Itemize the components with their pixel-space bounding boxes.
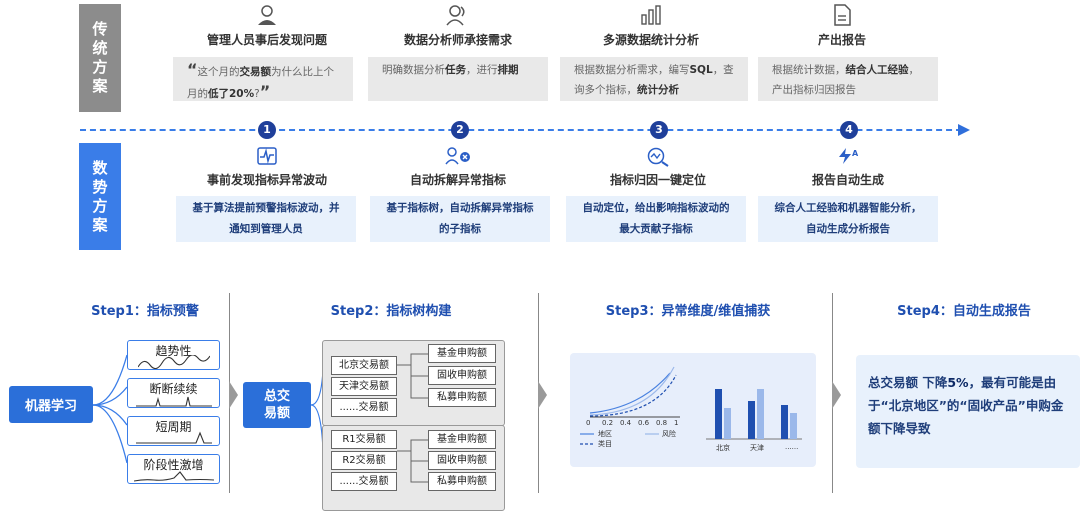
tree-item: ......交易额 bbox=[331, 398, 397, 417]
step-number-1: 1 bbox=[258, 121, 276, 139]
tree-item: 固收申购额 bbox=[428, 366, 496, 385]
trad-box-4: 根据统计数据，结合人工经验，产出指标归因报告 bbox=[758, 57, 938, 101]
step1-title: Step1：指标预警 bbox=[91, 304, 199, 319]
document-icon bbox=[742, 4, 942, 26]
timeline bbox=[80, 129, 962, 131]
tree-branch-lines bbox=[397, 353, 428, 483]
new-title-1: 事前发现指标异常波动 bbox=[206, 173, 327, 187]
new-box-1: 基于算法提前预警指标波动，并通知到管理人员 bbox=[176, 196, 356, 242]
tree-item: 固收申购额 bbox=[428, 451, 496, 470]
ml-connectors bbox=[93, 354, 128, 464]
new-plan-label: 数势方案 bbox=[79, 143, 121, 250]
trad-title-3: 多源数据统计分析 bbox=[602, 33, 699, 47]
tree-item: 私募申购额 bbox=[428, 472, 496, 491]
legend-region: 地区 bbox=[598, 430, 612, 438]
tree-item: R1交易额 bbox=[331, 430, 397, 449]
tree-item: 基金申购额 bbox=[428, 344, 496, 363]
pattern-short-cycle: 短周期 bbox=[127, 416, 220, 446]
chevron-right-icon bbox=[538, 381, 547, 409]
tick-label: 0.2 bbox=[602, 419, 614, 427]
new-title-4: 报告自动生成 bbox=[811, 173, 884, 187]
new-box-2: 基于指标树，自动拆解异常指标的子指标 bbox=[370, 196, 550, 242]
bar-chart-icon bbox=[551, 4, 751, 26]
analyst-icon bbox=[358, 4, 558, 26]
manager-icon bbox=[167, 4, 367, 26]
pattern-trend: 趋势性 bbox=[127, 340, 220, 370]
report-box: 总交易额 下降5%，最有可能是由于“北京地区”的“固收产品”申购金额下降导致 bbox=[856, 355, 1080, 468]
chevron-right-icon bbox=[832, 381, 841, 409]
tree-item: R2交易额 bbox=[331, 451, 397, 470]
new-box-3: 自动定位，给出影响指标波动的最大贡献子指标 bbox=[566, 196, 746, 242]
total-amount-box: 总交易额 bbox=[243, 382, 311, 428]
tree-item: 私募申购额 bbox=[428, 388, 496, 407]
tree-item: 天津交易额 bbox=[331, 377, 397, 396]
tree-item: 北京交易额 bbox=[331, 356, 397, 375]
step4-title: Step4：自动生成报告 bbox=[897, 304, 1031, 319]
tick-label: 0.4 bbox=[620, 419, 632, 427]
machine-learning-box: 机器学习 bbox=[9, 386, 93, 423]
step2-title: Step2：指标树构建 bbox=[330, 304, 452, 319]
new-box-4: 综合人工经验和机器智能分析，自动生成分析报告 bbox=[758, 196, 938, 242]
step-number-4: 4 bbox=[840, 121, 858, 139]
trad-box-1: “这个月的交易额为什么比上个月的低了20%?” bbox=[173, 57, 353, 101]
chevron-right-icon bbox=[229, 381, 238, 409]
bar-label: 天津 bbox=[750, 444, 764, 452]
trad-title-1: 管理人员事后发现问题 bbox=[206, 33, 327, 47]
pulse-icon bbox=[167, 147, 367, 169]
pattern-intermittent: 断断续续 bbox=[127, 378, 220, 408]
tick-label: 0.6 bbox=[638, 419, 650, 427]
step3-chart-panel: 0 0.2 0.4 0.6 0.8 1 地区 风险 类目 北京 天津 .....… bbox=[570, 353, 816, 467]
step-number-3: 3 bbox=[650, 121, 668, 139]
tick-label: 0 bbox=[586, 419, 591, 427]
users-split-icon bbox=[358, 147, 558, 169]
step3-title: Step3：异常维度/维值捕获 bbox=[605, 304, 771, 319]
legend-category: 类目 bbox=[598, 440, 612, 448]
trad-title-2: 数据分析师承接需求 bbox=[403, 33, 512, 47]
trad-box-3: 根据数据分析需求，编写SQL，查询多个指标，统计分析 bbox=[560, 57, 748, 101]
auto-generate-icon: A bbox=[748, 147, 948, 169]
timeline-arrow-icon bbox=[958, 124, 970, 136]
legend-risk: 风险 bbox=[662, 430, 676, 438]
svg-text:A: A bbox=[852, 149, 859, 158]
step-number-2: 2 bbox=[451, 121, 469, 139]
trad-box-2: 明确数据分析任务，进行排期 bbox=[368, 57, 548, 101]
tree-item: 基金申购额 bbox=[428, 430, 496, 449]
traditional-plan-label: 传统方案 bbox=[79, 4, 121, 112]
new-title-3: 指标归因一键定位 bbox=[609, 173, 706, 187]
tick-label: 0.8 bbox=[656, 419, 668, 427]
search-trend-icon bbox=[558, 147, 758, 169]
bar-label: 北京 bbox=[716, 444, 730, 452]
bar-label: ...... bbox=[785, 443, 799, 451]
trad-title-4: 产出报告 bbox=[817, 33, 866, 47]
new-title-2: 自动拆解异常指标 bbox=[409, 173, 506, 187]
pattern-surge: 阶段性激增 bbox=[127, 454, 220, 484]
tick-label: 1 bbox=[674, 419, 679, 427]
tree-item: ......交易额 bbox=[331, 472, 397, 491]
